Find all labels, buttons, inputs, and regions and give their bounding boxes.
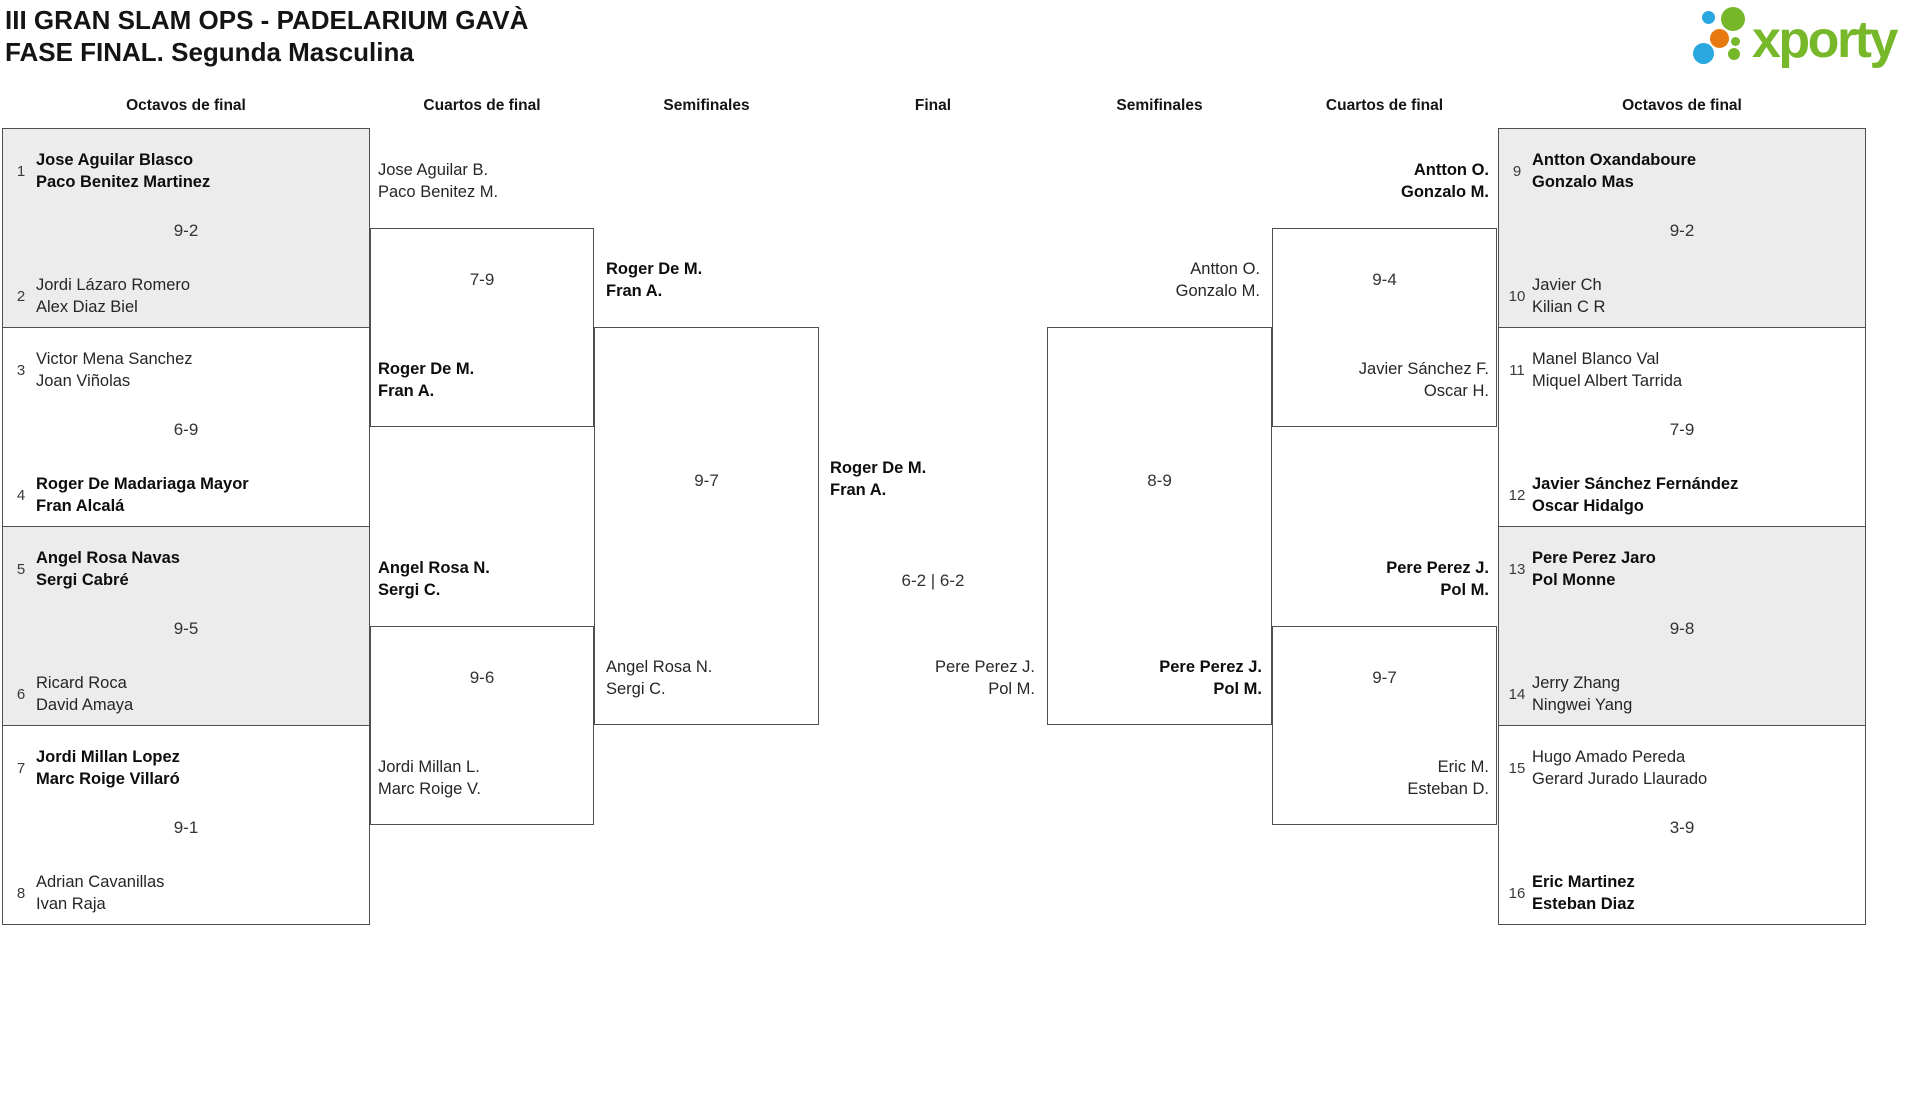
logo-dot-blue-small	[1702, 11, 1715, 24]
team-names: Jordi Lázaro Romero Alex Diaz Biel	[36, 276, 191, 316]
round-header-semis-right: Semifinales	[1116, 97, 1203, 114]
match-score: 6-9	[173, 420, 199, 439]
advancing-team-label: Jordi Millan L. Marc Roige V.	[378, 758, 482, 798]
match-box-octavos-6: 11 Manel Blanco Val Miquel Albert Tarrid…	[1498, 327, 1866, 527]
team-names: Pere Perez Jaro Pol Monne	[1532, 549, 1656, 589]
advancing-team-label: Jose Aguilar B. Paco Benitez M.	[378, 161, 499, 201]
logo-dot-blue-large	[1693, 43, 1714, 64]
match-score: 7-9	[469, 270, 495, 289]
seed-number: 2	[16, 287, 26, 305]
logo-text: xporty	[1752, 11, 1898, 69]
match-box-octavos-7: 13 Pere Perez Jaro Pol Monne 9-8 14 Jerr…	[1498, 526, 1866, 726]
match-box-octavos-1: 1 Jose Aguilar Blasco Paco Benitez Marti…	[2, 128, 370, 328]
bracket-rect-cuartos-right-2	[1272, 626, 1497, 825]
logo-dot-orange	[1710, 29, 1729, 48]
match-score: 9-8	[1669, 619, 1695, 638]
team-names: Antton Oxandaboure Gonzalo Mas	[1532, 151, 1697, 191]
bracket-rect-semis-right	[1047, 327, 1272, 725]
logo-dot-green-mid	[1728, 48, 1740, 60]
match-box-octavos-8: 15 Hugo Amado Pereda Gerard Jurado Llaur…	[1498, 725, 1866, 925]
seed-number: 3	[16, 361, 26, 379]
advancing-team-label: Antton O. Gonzalo M.	[1401, 161, 1489, 201]
team-names: Angel Rosa Navas Sergi Cabré	[36, 549, 180, 589]
seed-number: 11	[1509, 361, 1525, 379]
match-score: 9-2	[173, 221, 199, 240]
round-header-cuartos-right: Cuartos de final	[1325, 97, 1444, 114]
match-score: 3-9	[1669, 818, 1695, 837]
team-names: Javier Ch Kilian C R	[1532, 276, 1606, 316]
logo-dot-green-large	[1721, 7, 1745, 31]
match-score: 7-9	[1669, 420, 1695, 439]
match-box-octavos-5: 9 Antton Oxandaboure Gonzalo Mas 9-2 10 …	[1498, 128, 1866, 328]
match-score: 9-1	[173, 818, 199, 837]
seed-number: 13	[1508, 560, 1526, 578]
bracket-rect-cuartos-left-1	[370, 228, 594, 427]
seed-number: 9	[1512, 162, 1522, 180]
seed-number: 6	[16, 685, 26, 703]
team-names: Adrian Cavanillas Ivan Raja	[36, 873, 165, 913]
advancing-team-label: Antton O. Gonzalo M.	[1175, 260, 1260, 300]
match-score: 9-5	[173, 619, 199, 638]
match-score: 9-7	[694, 471, 719, 490]
seed-number: 8	[16, 884, 26, 902]
team-names: Ricard Roca David Amaya	[36, 674, 134, 714]
seed-number: 7	[16, 759, 26, 777]
seed-number: 15	[1508, 759, 1526, 777]
advancing-team-label: Javier Sánchez F. Oscar H.	[1358, 360, 1489, 400]
tournament-subtitle: FASE FINAL. Segunda Masculina	[5, 37, 414, 67]
match-box-octavos-2: 3 Victor Mena Sanchez Joan Viñolas 6-9 4…	[2, 327, 370, 527]
team-names: Roger De Madariaga Mayor Fran Alcalá	[36, 475, 249, 515]
team-names: Eric Martinez Esteban Diaz	[1532, 873, 1635, 913]
match-score: 8-9	[1147, 471, 1172, 490]
match-score: 9-6	[469, 668, 495, 687]
final-runnerup-label: Pere Perez J. Pol M.	[935, 658, 1035, 698]
advancing-team-label: Angel Rosa N. Sergi C.	[606, 658, 713, 698]
tournament-title: III GRAN SLAM OPS - PADELARIUM GAVÀ	[5, 5, 529, 35]
match-score: 9-4	[1372, 270, 1397, 289]
final-score: 6-2 | 6-2	[901, 571, 965, 590]
advancing-team-label: Pere Perez J. Pol M.	[1386, 559, 1489, 599]
seed-number: 12	[1508, 486, 1526, 504]
advancing-team-label: Eric M. Esteban D.	[1407, 758, 1489, 798]
seed-number: 4	[16, 486, 26, 504]
bracket-rect-cuartos-left-2	[370, 626, 594, 825]
team-names: Jerry Zhang Ningwei Yang	[1532, 674, 1633, 714]
match-box-octavos-3: 5 Angel Rosa Navas Sergi Cabré 9-5 6 Ric…	[2, 526, 370, 726]
round-header-octavos-right: Octavos de final	[1622, 97, 1742, 114]
xporty-logo: xporty	[1692, 6, 1918, 72]
team-names: Hugo Amado Pereda Gerard Jurado Llaurado	[1532, 748, 1708, 788]
round-header-semis-left: Semifinales	[663, 97, 750, 114]
bracket-rect-semis-left	[594, 327, 819, 725]
match-score: 9-7	[1372, 668, 1397, 687]
seed-number: 16	[1508, 884, 1526, 902]
seed-number: 14	[1508, 685, 1526, 703]
match-box-octavos-4: 7 Jordi Millan Lopez Marc Roige Villaró …	[2, 725, 370, 925]
round-header-final: Final	[914, 97, 952, 114]
team-names: Manel Blanco Val Miquel Albert Tarrida	[1532, 350, 1683, 390]
round-header-cuartos-left: Cuartos de final	[423, 97, 541, 114]
team-names: Victor Mena Sanchez Joan Viñolas	[36, 350, 193, 390]
team-names: Jordi Millan Lopez Marc Roige Villaró	[36, 748, 180, 788]
seed-number: 1	[16, 162, 26, 180]
logo-dot-green-small	[1731, 37, 1740, 46]
team-names: Javier Sánchez Fernández Oscar Hidalgo	[1532, 475, 1739, 515]
final-winner-label: Roger De M. Fran A.	[830, 459, 927, 499]
team-names: Jose Aguilar Blasco Paco Benitez Martine…	[36, 151, 211, 191]
advancing-team-label: Roger De M. Fran A.	[606, 260, 703, 300]
round-header-octavos-left: Octavos de final	[126, 97, 246, 114]
seed-number: 10	[1508, 287, 1526, 305]
bracket-rect-cuartos-right-1	[1272, 228, 1497, 427]
advancing-team-label: Roger De M. Fran A.	[378, 360, 475, 400]
match-score: 9-2	[1669, 221, 1695, 240]
advancing-team-label: Angel Rosa N. Sergi C.	[378, 559, 490, 599]
advancing-team-label: Pere Perez J. Pol M.	[1159, 658, 1262, 698]
seed-number: 5	[16, 560, 26, 578]
